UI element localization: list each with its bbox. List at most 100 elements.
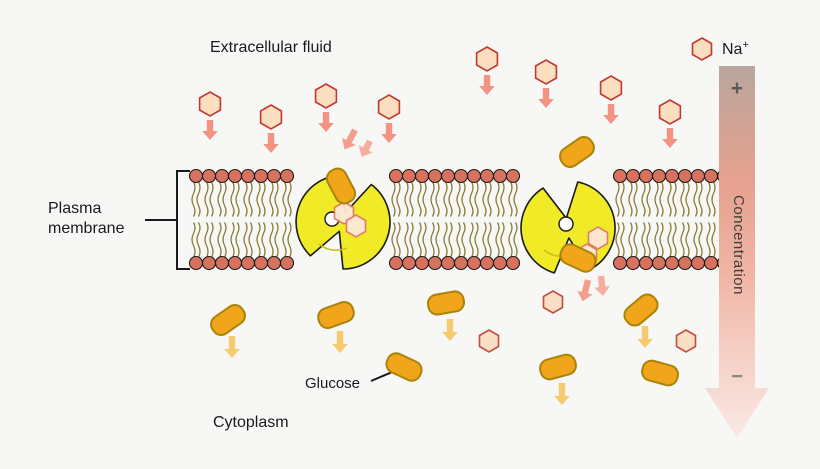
- lipid-tail: [487, 222, 492, 258]
- lipid-tail: [209, 181, 214, 217]
- lipid-head: [505, 168, 521, 184]
- lipid-tail: [461, 222, 466, 258]
- lipid-tail: [422, 181, 427, 217]
- phospholipid-bilayer: [188, 168, 732, 271]
- lipid-tail: [482, 181, 487, 217]
- lipid-head: [479, 168, 495, 184]
- lipid-tail: [230, 181, 235, 217]
- lipid-tail: [261, 222, 266, 258]
- concentration-gradient: [705, 66, 769, 438]
- lipid-head: [466, 255, 482, 271]
- sodium-flow-arrow: [603, 104, 619, 124]
- lipid-head: [664, 255, 680, 271]
- lipid-tail: [409, 181, 414, 217]
- lipid-tail: [404, 181, 409, 217]
- lipid-head: [227, 255, 243, 271]
- lipid-tail: [474, 222, 479, 258]
- glucose-molecule: [385, 352, 423, 382]
- lipid-tail: [448, 181, 453, 217]
- sodium-ion: [475, 46, 499, 72]
- sodium-ion: [377, 94, 401, 120]
- sodium-ion: [542, 290, 564, 314]
- lipid-tail: [248, 222, 253, 258]
- lipid-head: [266, 168, 282, 184]
- lipid-tail: [615, 222, 620, 258]
- lipid-head: [401, 168, 417, 184]
- lipid-tail: [685, 181, 690, 217]
- glucose-flow-arrow: [332, 331, 348, 353]
- lipid-head: [677, 255, 693, 271]
- lipid-tail: [469, 181, 474, 217]
- lipid-tail: [248, 181, 253, 217]
- lipid-head: [253, 255, 269, 271]
- lipid-head: [612, 168, 628, 184]
- sodium-flow-arrow: [594, 275, 610, 296]
- glucose-molecule: [559, 243, 597, 273]
- lipid-tail: [500, 222, 505, 258]
- lipid-tail: [448, 222, 453, 258]
- lipid-tail: [693, 222, 698, 258]
- lipid-head: [388, 255, 404, 271]
- lipid-tail: [698, 181, 703, 217]
- lipid-head: [492, 168, 508, 184]
- glucose-molecule: [539, 353, 577, 381]
- lipid-tail: [508, 181, 513, 217]
- lipid-tail: [672, 181, 677, 217]
- sodium-label-text: Na: [722, 41, 743, 58]
- glucose-molecule: [623, 293, 659, 327]
- lipid-tail: [646, 222, 651, 258]
- lipid-head: [492, 255, 508, 271]
- lipid-tail: [409, 222, 414, 258]
- sodium-flow-arrow: [202, 120, 218, 140]
- lipid-tail: [641, 222, 646, 258]
- lipid-tail: [646, 181, 651, 217]
- protein-detail-line: [318, 243, 348, 251]
- lipid-head: [240, 255, 256, 271]
- sodium-flow-arrow: [577, 279, 593, 302]
- sodium-flow-arrow: [381, 123, 397, 143]
- lipid-head: [227, 168, 243, 184]
- lipid-tail: [287, 181, 292, 217]
- lipid-tail: [287, 222, 292, 258]
- lipid-tail: [620, 181, 625, 217]
- gradient-low-sign: −: [731, 365, 743, 388]
- lipid-tail: [417, 181, 422, 217]
- lipid-tail: [269, 181, 274, 217]
- lipid-tail: [396, 222, 401, 258]
- glucose-label: Glucose: [305, 375, 360, 392]
- lipid-tail: [217, 181, 222, 217]
- sodium-label: Na+: [722, 39, 749, 58]
- lipid-head: [214, 255, 230, 271]
- lipid-tail: [274, 181, 279, 217]
- lipid-head: [638, 255, 654, 271]
- lipid-tail: [628, 181, 633, 217]
- lipid-tail: [204, 181, 209, 217]
- lipid-tail: [256, 222, 261, 258]
- lipid-tail: [269, 222, 274, 258]
- lipid-tail: [230, 222, 235, 258]
- lipid-tail: [706, 222, 711, 258]
- sodium-ion: [534, 59, 558, 85]
- lipid-head: [625, 255, 641, 271]
- glucose-flow-arrow: [554, 383, 570, 405]
- labels: Extracellular fluid Cytoplasm Plasma mem…: [48, 39, 749, 431]
- lipid-tail: [282, 181, 287, 217]
- lipid-tail: [495, 181, 500, 217]
- lipid-tail: [435, 222, 440, 258]
- lipid-head: [266, 255, 282, 271]
- lipid-tail: [191, 222, 196, 258]
- lipid-head: [414, 255, 430, 271]
- lipid-head: [279, 255, 295, 271]
- lipid-tail: [261, 181, 266, 217]
- lipid-head: [690, 168, 706, 184]
- concentration-label: Concentration: [730, 195, 747, 295]
- lipid-tail: [711, 181, 716, 217]
- lipid-tail: [641, 181, 646, 217]
- lipid-tail: [487, 181, 492, 217]
- lipid-tail: [680, 181, 685, 217]
- lipid-tail: [628, 222, 633, 258]
- molecules: [198, 37, 713, 405]
- lipid-tail: [456, 222, 461, 258]
- lipid-head: [201, 168, 217, 184]
